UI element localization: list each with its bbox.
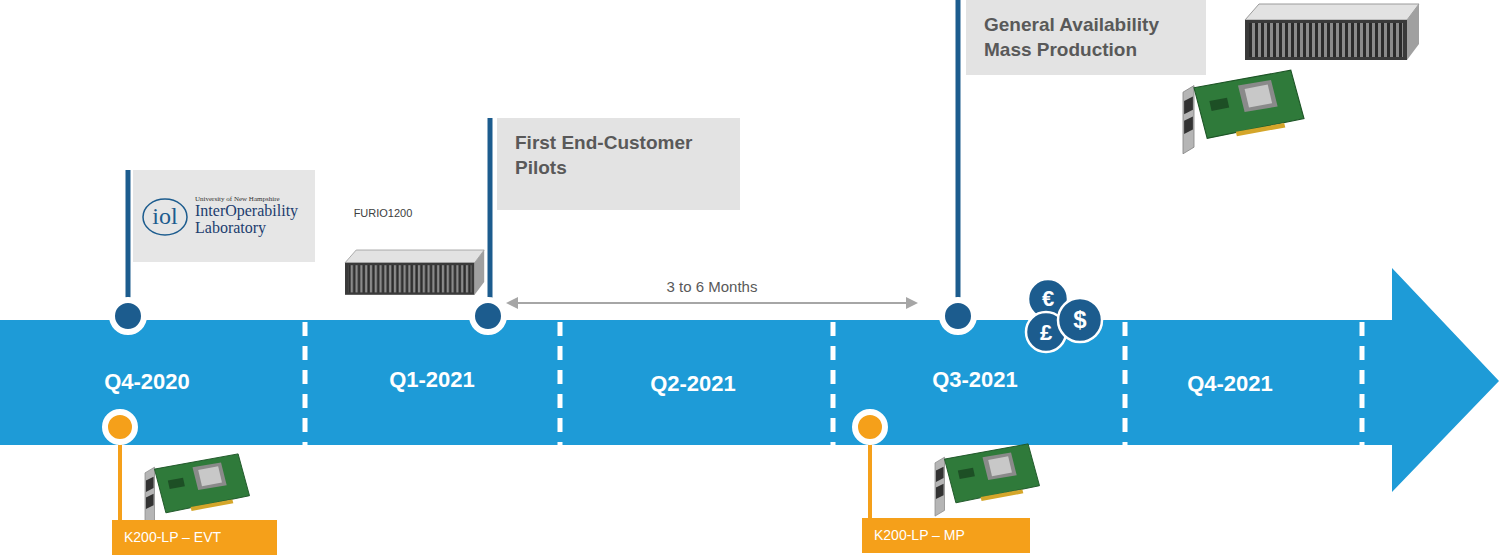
quarter-label: Q4-2020 — [104, 369, 190, 394]
milestone-box: General Availability Mass Production — [966, 0, 1206, 75]
server-illustration — [345, 250, 484, 295]
logo-oval-line — [143, 199, 187, 235]
hardware-dots — [105, 412, 885, 442]
product-name: FURIO1200 — [354, 207, 413, 220]
hardware-box: K200-LP – EVT — [112, 520, 277, 555]
hardware-label: K200-LP – MP — [874, 527, 1018, 544]
quarter-label: Q1-2021 — [389, 367, 475, 392]
milestone-poles — [128, 0, 958, 316]
hardware-box: K200-LP – MP — [862, 518, 1030, 553]
milestone-label: First End-Customer Pilots — [515, 131, 722, 180]
currency-coins — [1026, 279, 1102, 352]
logo-small-text: University of New Hampshire — [195, 195, 307, 203]
duration-arrow — [506, 297, 918, 309]
currency-symbol: $ — [1073, 306, 1086, 334]
duration-label: 3 to 6 Months — [667, 278, 758, 295]
currency-symbol: € — [1042, 286, 1054, 311]
logo-wordmark: University of New HampshireInterOperabil… — [195, 195, 307, 237]
quarter-label: Q3-2021 — [932, 367, 1018, 392]
quarter-label: Q4-2021 — [1187, 371, 1273, 396]
card-illustration — [1183, 70, 1304, 154]
server-illustration — [1245, 4, 1419, 60]
card-illustration — [935, 444, 1040, 516]
quarter-separators — [305, 322, 1362, 445]
milestone-dots — [112, 300, 974, 332]
logo-mark: iol — [141, 193, 189, 239]
logo-letters: iol — [152, 204, 177, 228]
hardware-label: K200-LP – EVT — [124, 529, 265, 546]
card-illustration — [145, 454, 250, 526]
currency-symbol: £ — [1040, 320, 1052, 345]
milestone-label: General Availability Mass Production — [984, 13, 1188, 62]
quarter-label: Q2-2021 — [650, 371, 736, 396]
logo-box: iol University of New HampshireInterOpera… — [133, 170, 315, 262]
logo-name: InterOperability Laboratory — [195, 203, 307, 237]
milestone-box: First End-Customer Pilots — [497, 118, 740, 210]
